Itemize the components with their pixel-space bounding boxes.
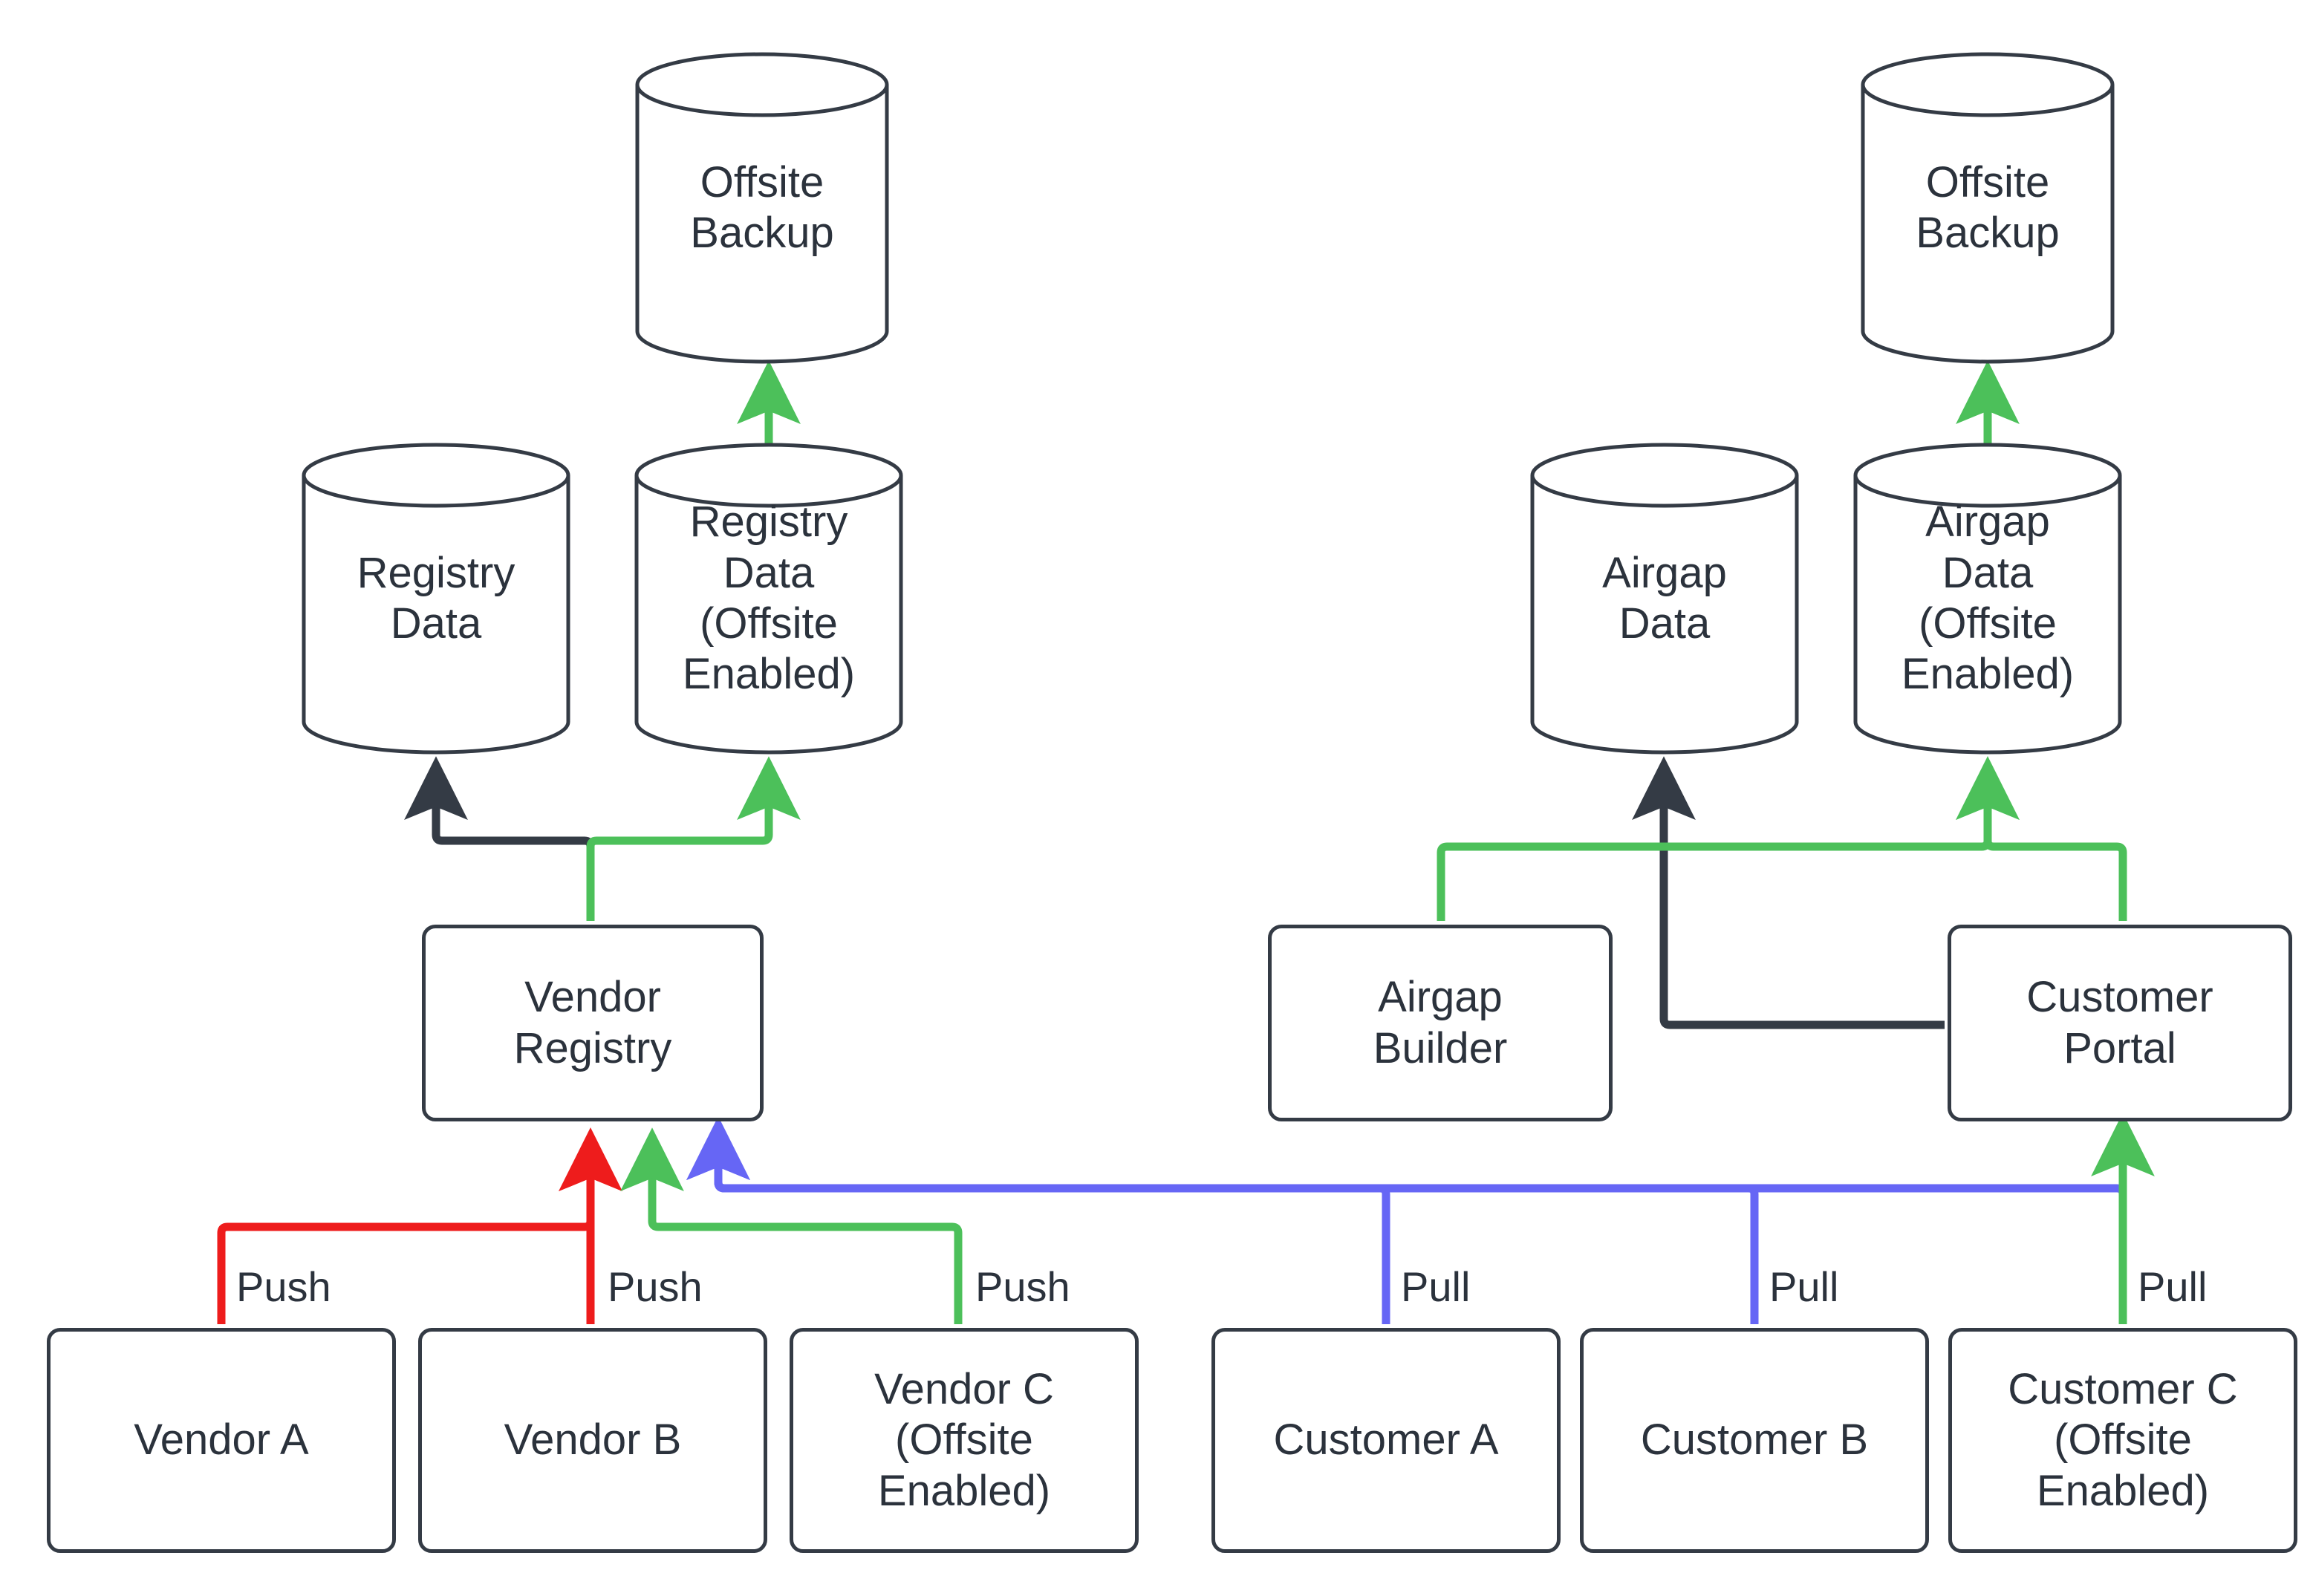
cylinder-shape <box>1853 443 2122 755</box>
label-line: Data <box>390 599 482 648</box>
node-registry-data[interactable]: Registry Data <box>302 443 570 755</box>
edge-vendorregistry-to-registrydataoffsite <box>586 756 801 921</box>
label-line: Backup <box>690 209 834 257</box>
label-line: Airgap <box>1602 548 1727 597</box>
label-line: Vendor B <box>504 1416 682 1465</box>
node-offsite-backup-left[interactable]: Offsite Backup <box>635 52 889 364</box>
label-line: Offsite <box>1925 157 2050 206</box>
node-label: Customer Portal <box>2026 972 2213 1074</box>
label-line: Customer <box>2026 973 2213 1022</box>
label-line: (Offsite <box>895 1416 1033 1465</box>
label-line: Airgap <box>1925 498 2050 547</box>
label-line: Registry <box>357 548 515 597</box>
label-line: Registry <box>513 1023 672 1072</box>
cylinder-shape <box>635 52 889 364</box>
node-customer-a[interactable]: Customer A <box>1211 1328 1561 1553</box>
node-label: Customer C (Offsite Enabled) <box>2008 1364 2237 1517</box>
edge-customerportal-to-airgapdata <box>1632 756 1945 1029</box>
label-line: Customer C <box>2008 1364 2238 1413</box>
edge-airgapbuilder-to-airgapdataoffsite <box>1437 756 2020 921</box>
node-label: Airgap Data <box>1530 548 1799 650</box>
node-vendor-registry[interactable]: Vendor Registry <box>422 925 764 1121</box>
edge-vendorregistry-to-registrydata <box>404 756 595 921</box>
node-label: Registry Data (Offsite Enabled) <box>634 497 903 700</box>
label-line: (Offsite <box>1919 599 2057 648</box>
label-line: (Offsite <box>2054 1416 2192 1465</box>
edge-label-push-vendor-a: Push <box>236 1263 331 1310</box>
node-label: Airgap Builder <box>1373 972 1508 1074</box>
node-label: Vendor A <box>134 1415 308 1465</box>
node-label: Vendor Registry <box>514 972 672 1074</box>
cylinder-shape <box>634 443 903 755</box>
node-label: Offsite Backup <box>635 157 889 259</box>
edge-customerb-to-vendorregistry <box>686 1116 1759 1324</box>
node-label: Customer B <box>1641 1415 1868 1465</box>
edge-customerportal-to-airgapdataoffsite <box>1956 756 2127 921</box>
label-line: Customer A <box>1273 1416 1499 1465</box>
label-line: Customer B <box>1640 1416 1869 1465</box>
node-registry-data-offsite-enabled[interactable]: Registry Data (Offsite Enabled) <box>634 443 903 755</box>
node-airgap-builder[interactable]: Airgap Builder <box>1268 925 1613 1121</box>
label-line: Enabled) <box>1901 650 2075 699</box>
label-line: Portal <box>2063 1023 2176 1072</box>
label-line: Airgap <box>1378 973 1503 1022</box>
node-airgap-data[interactable]: Airgap Data <box>1530 443 1799 755</box>
node-label: Customer A <box>1274 1415 1499 1465</box>
node-label: Airgap Data (Offsite Enabled) <box>1853 497 2122 700</box>
cylinder-shape <box>302 443 570 755</box>
label-line: Backup <box>1916 209 2060 257</box>
node-customer-b[interactable]: Customer B <box>1580 1328 1929 1553</box>
node-vendor-b[interactable]: Vendor B <box>418 1328 767 1553</box>
node-airgap-data-offsite-enabled[interactable]: Airgap Data (Offsite Enabled) <box>1853 443 2122 755</box>
node-label: Vendor C (Offsite Enabled) <box>874 1364 1054 1517</box>
label-line: Enabled) <box>877 1466 1051 1515</box>
label-line: Enabled) <box>2036 1466 2210 1515</box>
node-customer-c[interactable]: Customer C (Offsite Enabled) <box>1948 1328 2297 1553</box>
label-line: Vendor C <box>874 1364 1054 1413</box>
node-label: Offsite Backup <box>1861 157 2115 259</box>
label-line: Builder <box>1373 1023 1508 1072</box>
label-line: Data <box>1619 599 1711 648</box>
edge-label-push-vendor-c: Push <box>975 1263 1070 1310</box>
cylinder-shape <box>1530 443 1799 755</box>
label-line: Registry <box>689 498 848 547</box>
label-line: (Offsite <box>700 599 838 648</box>
label-line: Data <box>1942 548 2034 597</box>
node-customer-portal[interactable]: Customer Portal <box>1948 925 2292 1121</box>
node-label: Vendor B <box>504 1415 682 1465</box>
edge-label-push-vendor-b: Push <box>608 1263 703 1310</box>
label-line: Vendor A <box>134 1416 309 1465</box>
node-vendor-c[interactable]: Vendor C (Offsite Enabled) <box>790 1328 1139 1553</box>
node-label: Registry Data <box>302 548 570 650</box>
node-offsite-backup-right[interactable]: Offsite Backup <box>1861 52 2115 364</box>
edge-label-pull-customer-b: Pull <box>1769 1263 1839 1310</box>
label-line: Vendor <box>524 973 661 1022</box>
label-line: Data <box>723 548 815 597</box>
edge-label-pull-customer-c: Pull <box>2138 1263 2208 1310</box>
node-vendor-a[interactable]: Vendor A <box>47 1328 396 1553</box>
label-line: Offsite <box>700 157 824 206</box>
edge-label-pull-customer-a: Pull <box>1401 1263 1471 1310</box>
label-line: Enabled) <box>682 650 856 699</box>
